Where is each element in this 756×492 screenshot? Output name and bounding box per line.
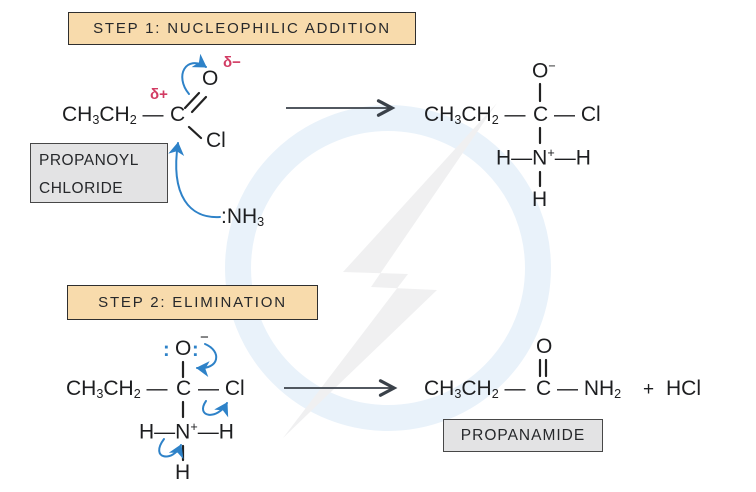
step2-title: STEP 2: ELIMINATION: [98, 294, 287, 311]
curly-arrow-n-h-break: [158, 438, 184, 460]
step1-title-box: STEP 1: NUCLEOPHILIC ADDITION: [68, 12, 416, 45]
delta-plus-label: δ+: [150, 86, 168, 103]
step2-product-bonds: [538, 358, 548, 378]
chlorine-atom: Cl: [206, 129, 226, 152]
curly-arrow-ammonia-attack: [168, 142, 221, 219]
curly-arrow-oxygen-lone-pair: [196, 343, 218, 378]
carbonyl-oxygen: O: [202, 67, 219, 90]
watermark-logo-icon: [225, 103, 551, 438]
product1-carbon-chloride-row: C — Cl: [533, 103, 601, 126]
oxygen-lone-pair-left: :: [163, 339, 170, 361]
curly-arrows: [158, 53, 229, 460]
propanoyl-chloride-label-line1: PROPANOYL: [39, 152, 139, 169]
propanamide-amide-group: — NH2: [557, 377, 622, 402]
step2-oxygen: O: [175, 337, 192, 360]
alkoxide-oxygen: O−: [532, 59, 556, 83]
hcl-molecule: HCl: [666, 377, 701, 400]
delta-minus-label: δ−: [223, 54, 241, 71]
carbonyl-double-bond-line1: [183, 91, 201, 110]
c-cl-bond: [187, 125, 203, 140]
product1-alkyl-chain: CH3CH2 —: [424, 103, 526, 128]
oxygen-negative-charge: −: [200, 329, 209, 346]
step1-title: STEP 1: NUCLEOPHILIC ADDITION: [93, 20, 391, 37]
plus-sign: +: [643, 379, 655, 400]
propanamide-label-box: PROPANAMIDE: [443, 419, 603, 452]
step2-bottom-hydrogen: H: [175, 461, 191, 484]
carbonyl-carbon: C: [170, 103, 186, 126]
amide-oxygen: O: [536, 335, 553, 358]
step1-reactant-bonds: [183, 91, 208, 140]
step2-alkyl-chain: CH3CH2 —: [66, 377, 168, 402]
ammonia-molecule: :NH3: [221, 205, 265, 230]
step2-ammonium-row: H—N+—H: [139, 420, 234, 444]
step2-title-box: STEP 2: ELIMINATION: [67, 285, 318, 320]
curly-arrow-chloride-leaving: [202, 400, 229, 418]
watermark-circle: [225, 105, 551, 431]
propanoyl-chloride-label-line2: CHLORIDE: [39, 179, 124, 197]
carbonyl-double-bond-line2: [190, 95, 208, 114]
step2-central-carbon: C: [176, 377, 192, 400]
oxygen-lone-pair-right: :: [192, 339, 199, 361]
propanoyl-chloride-label-box: PROPANOYL CHLORIDE: [30, 143, 168, 203]
product1-bottom-hydrogen: H: [532, 188, 548, 211]
propanamide-alkyl-chain: CH3CH2 —: [424, 377, 526, 402]
product1-ammonium-row: H—N+—H: [496, 146, 591, 170]
propanamide-label: PROPANAMIDE: [460, 426, 586, 444]
step2-chloride: — Cl: [198, 377, 245, 400]
curly-arrow-carbonyl-pi-bond: [181, 53, 207, 95]
propanoyl-alkyl-chain: CH3CH2 —: [62, 103, 164, 128]
propanamide-carbon: C: [536, 377, 552, 400]
